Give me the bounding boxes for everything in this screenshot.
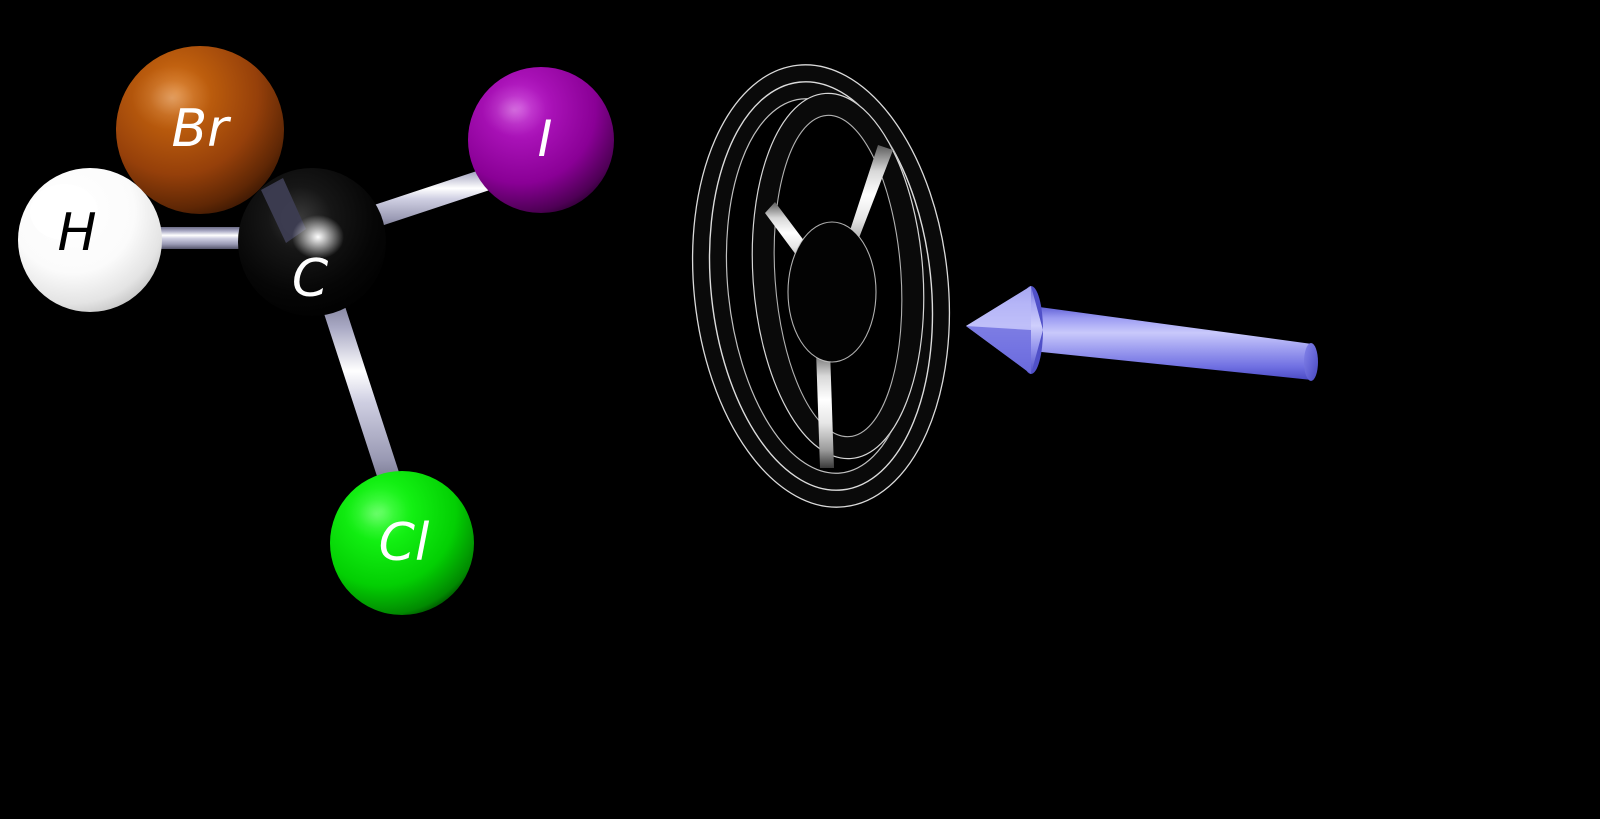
atom-label-cl: Cl bbox=[379, 513, 430, 573]
rotation-ring-inner-loop bbox=[751, 92, 925, 460]
bond-c-cl bbox=[317, 288, 409, 507]
atom-label-c: C bbox=[292, 249, 329, 309]
rotation-arrow[interactable] bbox=[966, 286, 1318, 381]
atom-c[interactable]: C bbox=[238, 168, 386, 316]
stick-lower bbox=[816, 350, 834, 468]
atom-label-i: I bbox=[538, 110, 553, 168]
rotated-molecule-view[interactable] bbox=[671, 52, 970, 520]
rotated-center-body bbox=[787, 221, 877, 363]
atom-i[interactable]: I bbox=[468, 67, 614, 213]
atom-label-br: Br bbox=[171, 99, 232, 159]
atom-label-h: H bbox=[57, 203, 96, 263]
atom-cl[interactable]: Cl bbox=[330, 471, 474, 615]
bond-c-i bbox=[344, 159, 520, 236]
atom-h[interactable]: H bbox=[18, 168, 162, 312]
atom-br[interactable]: Br bbox=[116, 46, 284, 214]
